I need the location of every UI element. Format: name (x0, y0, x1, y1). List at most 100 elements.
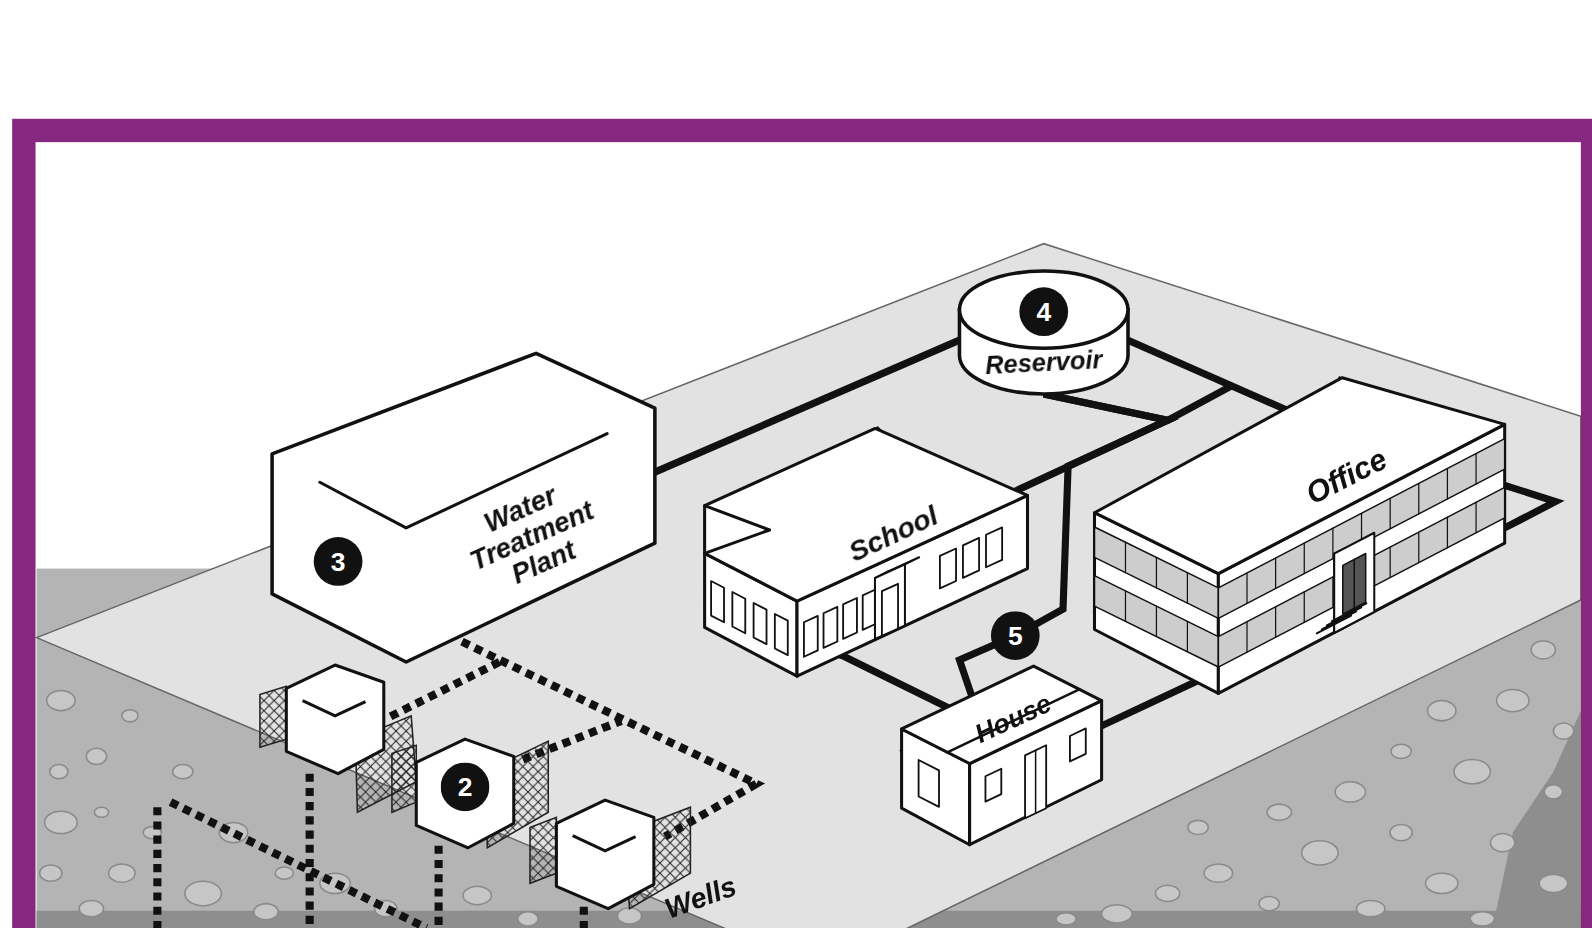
reservoir-tank: 4Reservoir (959, 271, 1128, 394)
well-house (286, 665, 383, 774)
pebble (122, 710, 138, 722)
well-house (556, 800, 653, 909)
window-mullion (1187, 621, 1188, 651)
underground-pipe (153, 807, 161, 928)
plant-outline (272, 353, 655, 662)
underground-pipe (390, 662, 500, 717)
soil-cliff (1493, 711, 1581, 928)
window-mullion (1246, 573, 1247, 603)
pebble (1497, 689, 1529, 711)
window (824, 607, 838, 648)
entrance-step (1327, 607, 1361, 625)
pebble (1056, 913, 1076, 925)
pebble (1356, 901, 1384, 917)
pebble (1470, 912, 1494, 926)
pebble (1454, 759, 1491, 783)
pebble (1259, 897, 1279, 911)
well-house (416, 739, 513, 848)
window (732, 592, 745, 633)
window-mullion (1156, 606, 1157, 636)
pebble (40, 865, 62, 881)
pebble (1188, 820, 1208, 834)
shape-group (902, 666, 1102, 845)
house-building: House (902, 666, 1102, 845)
house-roof (902, 666, 1102, 763)
roof-notch (705, 506, 770, 554)
door-split (1035, 750, 1037, 813)
water-pipe-loop (1505, 485, 1556, 528)
pebble (1391, 744, 1411, 758)
window-mullion (1418, 483, 1419, 513)
shape-group (959, 271, 1128, 394)
window (986, 527, 1002, 567)
window-mullion (1156, 557, 1157, 587)
entrance-step (1332, 603, 1366, 621)
office-building-outline (1095, 378, 1505, 694)
pebble (1267, 804, 1291, 820)
school-roof (705, 428, 1028, 601)
pebble (86, 748, 106, 764)
pebble (109, 864, 135, 882)
window-mullion (1304, 543, 1305, 573)
well-fence (530, 817, 556, 883)
entrance-step (1322, 611, 1356, 629)
well-fence (392, 745, 416, 812)
pebble (617, 908, 641, 924)
pebble (173, 765, 193, 779)
window-mullion (1418, 532, 1419, 562)
window-mullion (1390, 498, 1391, 528)
window (963, 538, 979, 578)
well-fence (260, 686, 286, 747)
pebble (79, 901, 103, 917)
window-mullion (1125, 542, 1126, 572)
pebble (1102, 905, 1132, 923)
well-house-outline (416, 739, 513, 848)
well-shaft (306, 774, 314, 928)
pebble (1335, 782, 1365, 802)
wells-label: Wells (661, 871, 740, 924)
pebble (1204, 864, 1232, 882)
well-house-edge (573, 836, 636, 851)
pebble (1544, 785, 1562, 799)
door (882, 584, 898, 636)
well-house-outline (286, 665, 383, 774)
window (711, 581, 724, 622)
window (775, 614, 788, 655)
school-building: School (705, 428, 1028, 676)
pebble (518, 912, 538, 926)
pebble (463, 886, 491, 904)
window (940, 549, 956, 589)
window-mullion (1447, 468, 1448, 498)
shape-group (705, 428, 1028, 676)
callout-number: 5 (991, 611, 1040, 660)
window-mullion (1390, 547, 1391, 577)
pebble (1490, 834, 1514, 852)
window-mullion (1275, 558, 1276, 588)
pebble (94, 807, 108, 817)
pebble (47, 690, 75, 710)
window (804, 616, 818, 657)
pebble (1553, 723, 1573, 739)
shape-group (272, 353, 655, 662)
window-mullion (1304, 592, 1305, 622)
window (754, 603, 767, 644)
office-building: Office (1095, 378, 1505, 694)
window (919, 760, 939, 807)
window-band (1218, 487, 1504, 667)
water-pipe-branch (1168, 386, 1232, 421)
underground-pipe (171, 802, 427, 928)
treatment-plant-building: 3Water Treatment Plant (272, 353, 655, 663)
window-mullion (1475, 502, 1476, 532)
door-split (1353, 559, 1355, 608)
porch-front (875, 564, 905, 639)
pebble (1390, 824, 1412, 840)
callout-number: 2 (441, 762, 490, 811)
well-shaft (435, 846, 443, 928)
window-mullion (1275, 607, 1276, 637)
pebble (1425, 873, 1457, 893)
callout-number: 3 (314, 537, 363, 586)
window-band (1095, 576, 1219, 667)
frame-border (24, 130, 1592, 928)
window-mullion (1475, 454, 1476, 484)
